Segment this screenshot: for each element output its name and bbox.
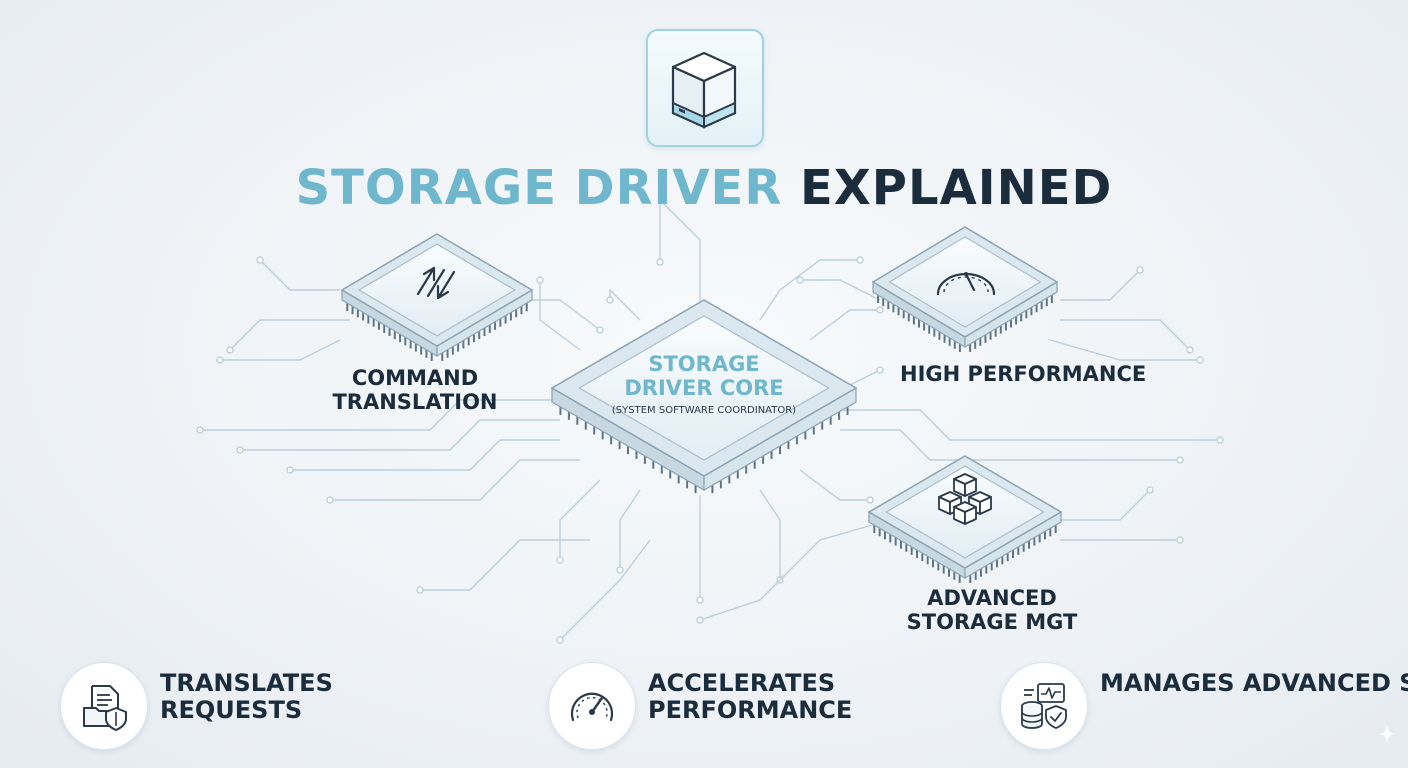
trace-endpoint	[286, 466, 294, 474]
trace-endpoint	[696, 616, 704, 624]
trace-endpoint	[1216, 436, 1224, 444]
circuit-trace	[609, 288, 641, 321]
trace-endpoint	[556, 556, 564, 564]
circuit-trace	[559, 539, 651, 641]
trace-endpoint	[876, 366, 884, 374]
database-shield-icon	[1021, 683, 1067, 729]
circuit-trace	[759, 489, 781, 580]
trace-endpoint	[656, 258, 664, 266]
trace-endpoint	[256, 256, 264, 264]
circuit-trace	[619, 489, 641, 570]
command-translation-label: COMMAND TRANSLATION	[332, 366, 498, 414]
circuit-trace	[699, 519, 891, 621]
trace-endpoint	[796, 276, 804, 284]
cubes-icon	[938, 473, 992, 525]
document-shield-icon	[83, 685, 127, 731]
trace-endpoint	[866, 496, 874, 504]
title-rest: EXPLAINED	[782, 160, 1113, 216]
trace-endpoint	[216, 356, 224, 364]
feature-icon-circle	[548, 662, 636, 750]
high-performance-label: HIGH PERFORMANCE	[900, 362, 1147, 386]
circuit-trace	[520, 299, 601, 331]
circuit-trace	[659, 198, 701, 315]
circuit-trace	[1049, 339, 1200, 361]
page-title: STORAGE DRIVER EXPLAINED	[0, 160, 1408, 216]
storage-driver-core-chip	[550, 299, 858, 494]
trace-endpoint	[416, 586, 424, 594]
circuit-trace	[800, 279, 881, 301]
circuit-trace	[240, 419, 560, 451]
sparkle-icon	[1379, 724, 1395, 744]
feature-icon-circle	[60, 662, 148, 750]
circuit-trace	[259, 259, 340, 291]
trace-endpoint	[616, 566, 624, 574]
circuit-trace	[559, 479, 601, 560]
circuit-trace	[420, 539, 590, 591]
feature-icon-circle	[1000, 662, 1088, 750]
circuit-trace	[539, 280, 581, 351]
core-title: STORAGE DRIVER CORE	[624, 352, 784, 400]
core-subtitle: (SYSTEM SOFTWARE COORDINATOR)	[611, 405, 797, 416]
circuit-trace	[220, 339, 341, 361]
trace-endpoint	[1176, 536, 1184, 544]
trace-endpoint	[876, 306, 884, 314]
circuit-trace	[229, 319, 350, 351]
circuit-trace	[799, 469, 870, 501]
circuit-trace	[290, 439, 560, 471]
high-performance-chip	[871, 226, 1059, 352]
trace-endpoint	[696, 596, 704, 604]
circuit-trace	[840, 429, 1180, 461]
core-chip-label: STORAGE DRIVER CORE (SYSTEM SOFTWARE COO…	[604, 352, 804, 417]
trace-endpoint	[196, 426, 204, 434]
circuit-trace	[1060, 319, 1191, 351]
circuit-trace	[809, 309, 880, 341]
gauge-icon	[936, 272, 996, 296]
circuit-trace	[759, 259, 860, 321]
trace-endpoint	[1146, 486, 1154, 494]
trace-endpoint	[606, 296, 614, 304]
trace-endpoint	[856, 256, 864, 264]
circuit-trace	[1060, 269, 1141, 301]
feature-label: MANAGES ADVANCED STORAGE	[1100, 669, 1408, 697]
title-highlight: STORAGE DRIVER	[295, 160, 783, 216]
circuit-trace	[330, 459, 580, 501]
circuit-trace	[840, 409, 1220, 441]
feature-label: TRANSLATES REQUESTS	[160, 669, 333, 724]
advanced-storage-label: ADVANCED STORAGE MGT	[906, 586, 1078, 634]
trace-endpoint	[1176, 456, 1184, 464]
trace-endpoint	[556, 636, 564, 644]
trace-endpoint	[1196, 356, 1204, 364]
circuit-trace	[1060, 489, 1151, 521]
trace-endpoint	[326, 496, 334, 504]
trace-endpoint	[226, 346, 234, 354]
trace-endpoint	[596, 326, 604, 334]
trace-endpoint	[236, 446, 244, 454]
speedometer-icon	[570, 692, 614, 722]
trace-endpoint	[536, 276, 544, 284]
cube-icon	[671, 51, 737, 129]
storage-cube-logo	[646, 29, 764, 147]
feature-label: ACCELERATES PERFORMANCE	[648, 669, 853, 724]
trace-endpoint	[1186, 346, 1194, 354]
swap-arrows-icon	[416, 266, 456, 300]
circuit-trace	[200, 399, 560, 431]
trace-endpoint	[1136, 266, 1144, 274]
